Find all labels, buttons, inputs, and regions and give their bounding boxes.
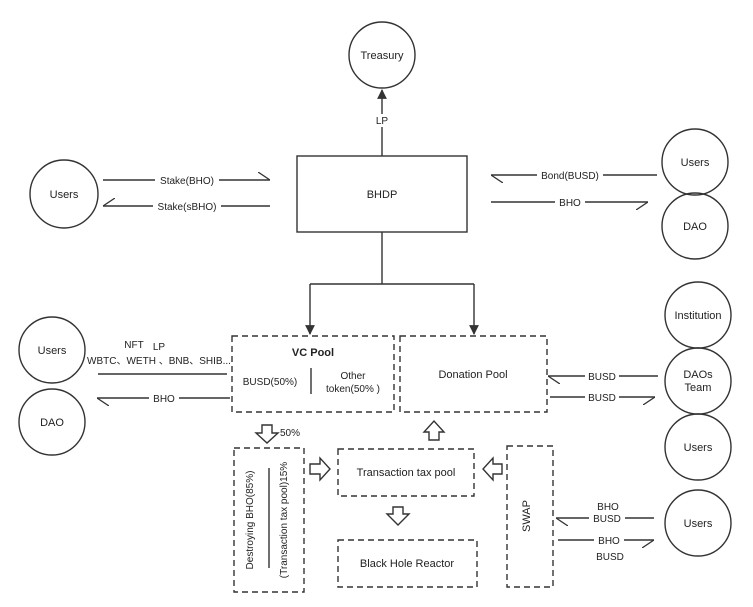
lp-mid-label: LP (153, 342, 166, 353)
other-token-label-2: token(50% ) (326, 384, 380, 395)
tokens-list-label: WBTC、WETH 、BNB、SHIB... (87, 356, 231, 367)
dao-right-top-node (661, 192, 729, 260)
daos-team-node (664, 347, 732, 415)
busd-in-label: BUSD (588, 372, 616, 383)
black-hole-reactor-box (337, 539, 478, 588)
users-right-top-node (661, 128, 729, 196)
stake-bho-label: Stake(BHO) (160, 176, 214, 187)
dao-left-mid-label: DAO (40, 417, 64, 429)
swap-busd-out-label: BUSD (596, 552, 624, 563)
other-token-label-1: Other (340, 371, 366, 382)
transaction-tax-15-label: (Transaction tax pool)15% (279, 462, 290, 578)
bho-left-mid-label: BHO (153, 394, 175, 405)
donation-pool-label: Donation Pool (438, 369, 507, 381)
vc-pool-box (231, 335, 395, 413)
swap-label: SWAP (521, 500, 533, 532)
hollow-arrow-down-50 (254, 424, 280, 444)
users-right-top-label: Users (681, 157, 710, 169)
bond-busd-label: Bond(BUSD) (541, 171, 599, 182)
transaction-tax-pool-box (337, 448, 475, 497)
lp-top-label: LP (376, 116, 389, 127)
vc-pool-title: VC Pool (292, 347, 334, 359)
users-left-top-label: Users (50, 189, 79, 201)
black-hole-reactor-label: Black Hole Reactor (360, 558, 454, 570)
destroying-box (233, 447, 305, 593)
bhdp-label: BHDP (367, 189, 398, 201)
treasury-label: Treasury (361, 50, 404, 62)
donation-pool-box (399, 335, 548, 413)
users-left-mid-node (18, 316, 86, 384)
users-right-mid-label: Users (684, 442, 713, 454)
hollow-arrow-up-to-donation (422, 419, 446, 441)
busd-50-label: BUSD(50%) (243, 377, 297, 388)
stake-sbho-label: Stake(sBHO) (158, 202, 217, 213)
institution-label: Institution (674, 310, 721, 322)
swap-busd-in-label: BUSD (593, 514, 621, 525)
swap-box (506, 445, 554, 588)
users-left-mid-label: Users (38, 345, 67, 357)
bhdp-split-connector (310, 232, 474, 285)
daos-team-label-2: Team (685, 382, 712, 394)
flow-labels: LP Stake(BHO) Stake(sBHO) Bond(BUSD) BHO… (87, 114, 625, 563)
hollow-arrow-down-to-reactor (385, 506, 411, 526)
swap-bho-out-label: BHO (598, 536, 620, 547)
busd-out-label: BUSD (588, 393, 616, 404)
transaction-tax-pool-label: Transaction tax pool (357, 467, 456, 479)
swap-bho-in-label: BHO (597, 502, 619, 513)
dao-right-top-label: DAO (683, 221, 707, 233)
daos-team-label-1: DAOs (683, 369, 713, 381)
hollow-arrow-right-to-tax (309, 456, 331, 482)
destroying-bho-label: Destroying BHO(85%) (245, 471, 256, 570)
bho-right-top-label: BHO (559, 198, 581, 209)
treasury-node (348, 21, 416, 89)
users-left-top-node (29, 159, 99, 229)
users-right-mid-node (664, 413, 732, 481)
nft-label: NFT (124, 340, 143, 351)
users-right-bottom-node (664, 489, 732, 557)
hollow-arrow-left-from-swap (482, 456, 503, 482)
fifty-percent-label: 50% (280, 428, 300, 439)
dao-left-mid-node (18, 388, 86, 456)
users-right-bottom-label: Users (684, 518, 713, 530)
